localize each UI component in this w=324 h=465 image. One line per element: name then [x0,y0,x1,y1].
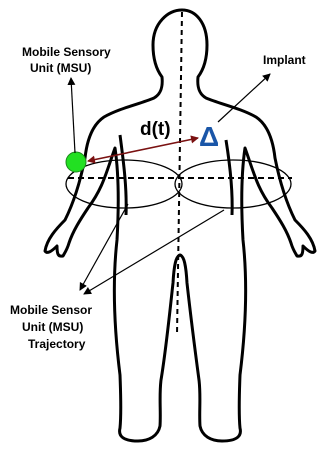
implant-symbol: Δ [199,121,219,152]
mobile-sensor-unit [66,152,86,172]
implant-label: Implant [263,53,306,67]
trajectory-label-line-2: Unit (MSU) [22,320,83,334]
trajectory-pointer-arrow-2 [84,210,224,294]
msu-label-line-2: Unit (MSU) [30,61,91,75]
trajectory-pointer-arrow-1 [80,204,128,290]
trajectory-label-line-3: Trajectory [28,337,86,351]
trajectory-label-line-1: Mobile Sensor [10,303,92,317]
implant-pointer-arrow [218,74,270,122]
distance-arrow [88,138,198,161]
distance-label: d(t) [140,119,171,140]
msu-pointer-arrow [71,78,75,153]
left-inner-arm-line [120,135,126,215]
msu-label-line-1: Mobile Sensory [22,45,111,59]
